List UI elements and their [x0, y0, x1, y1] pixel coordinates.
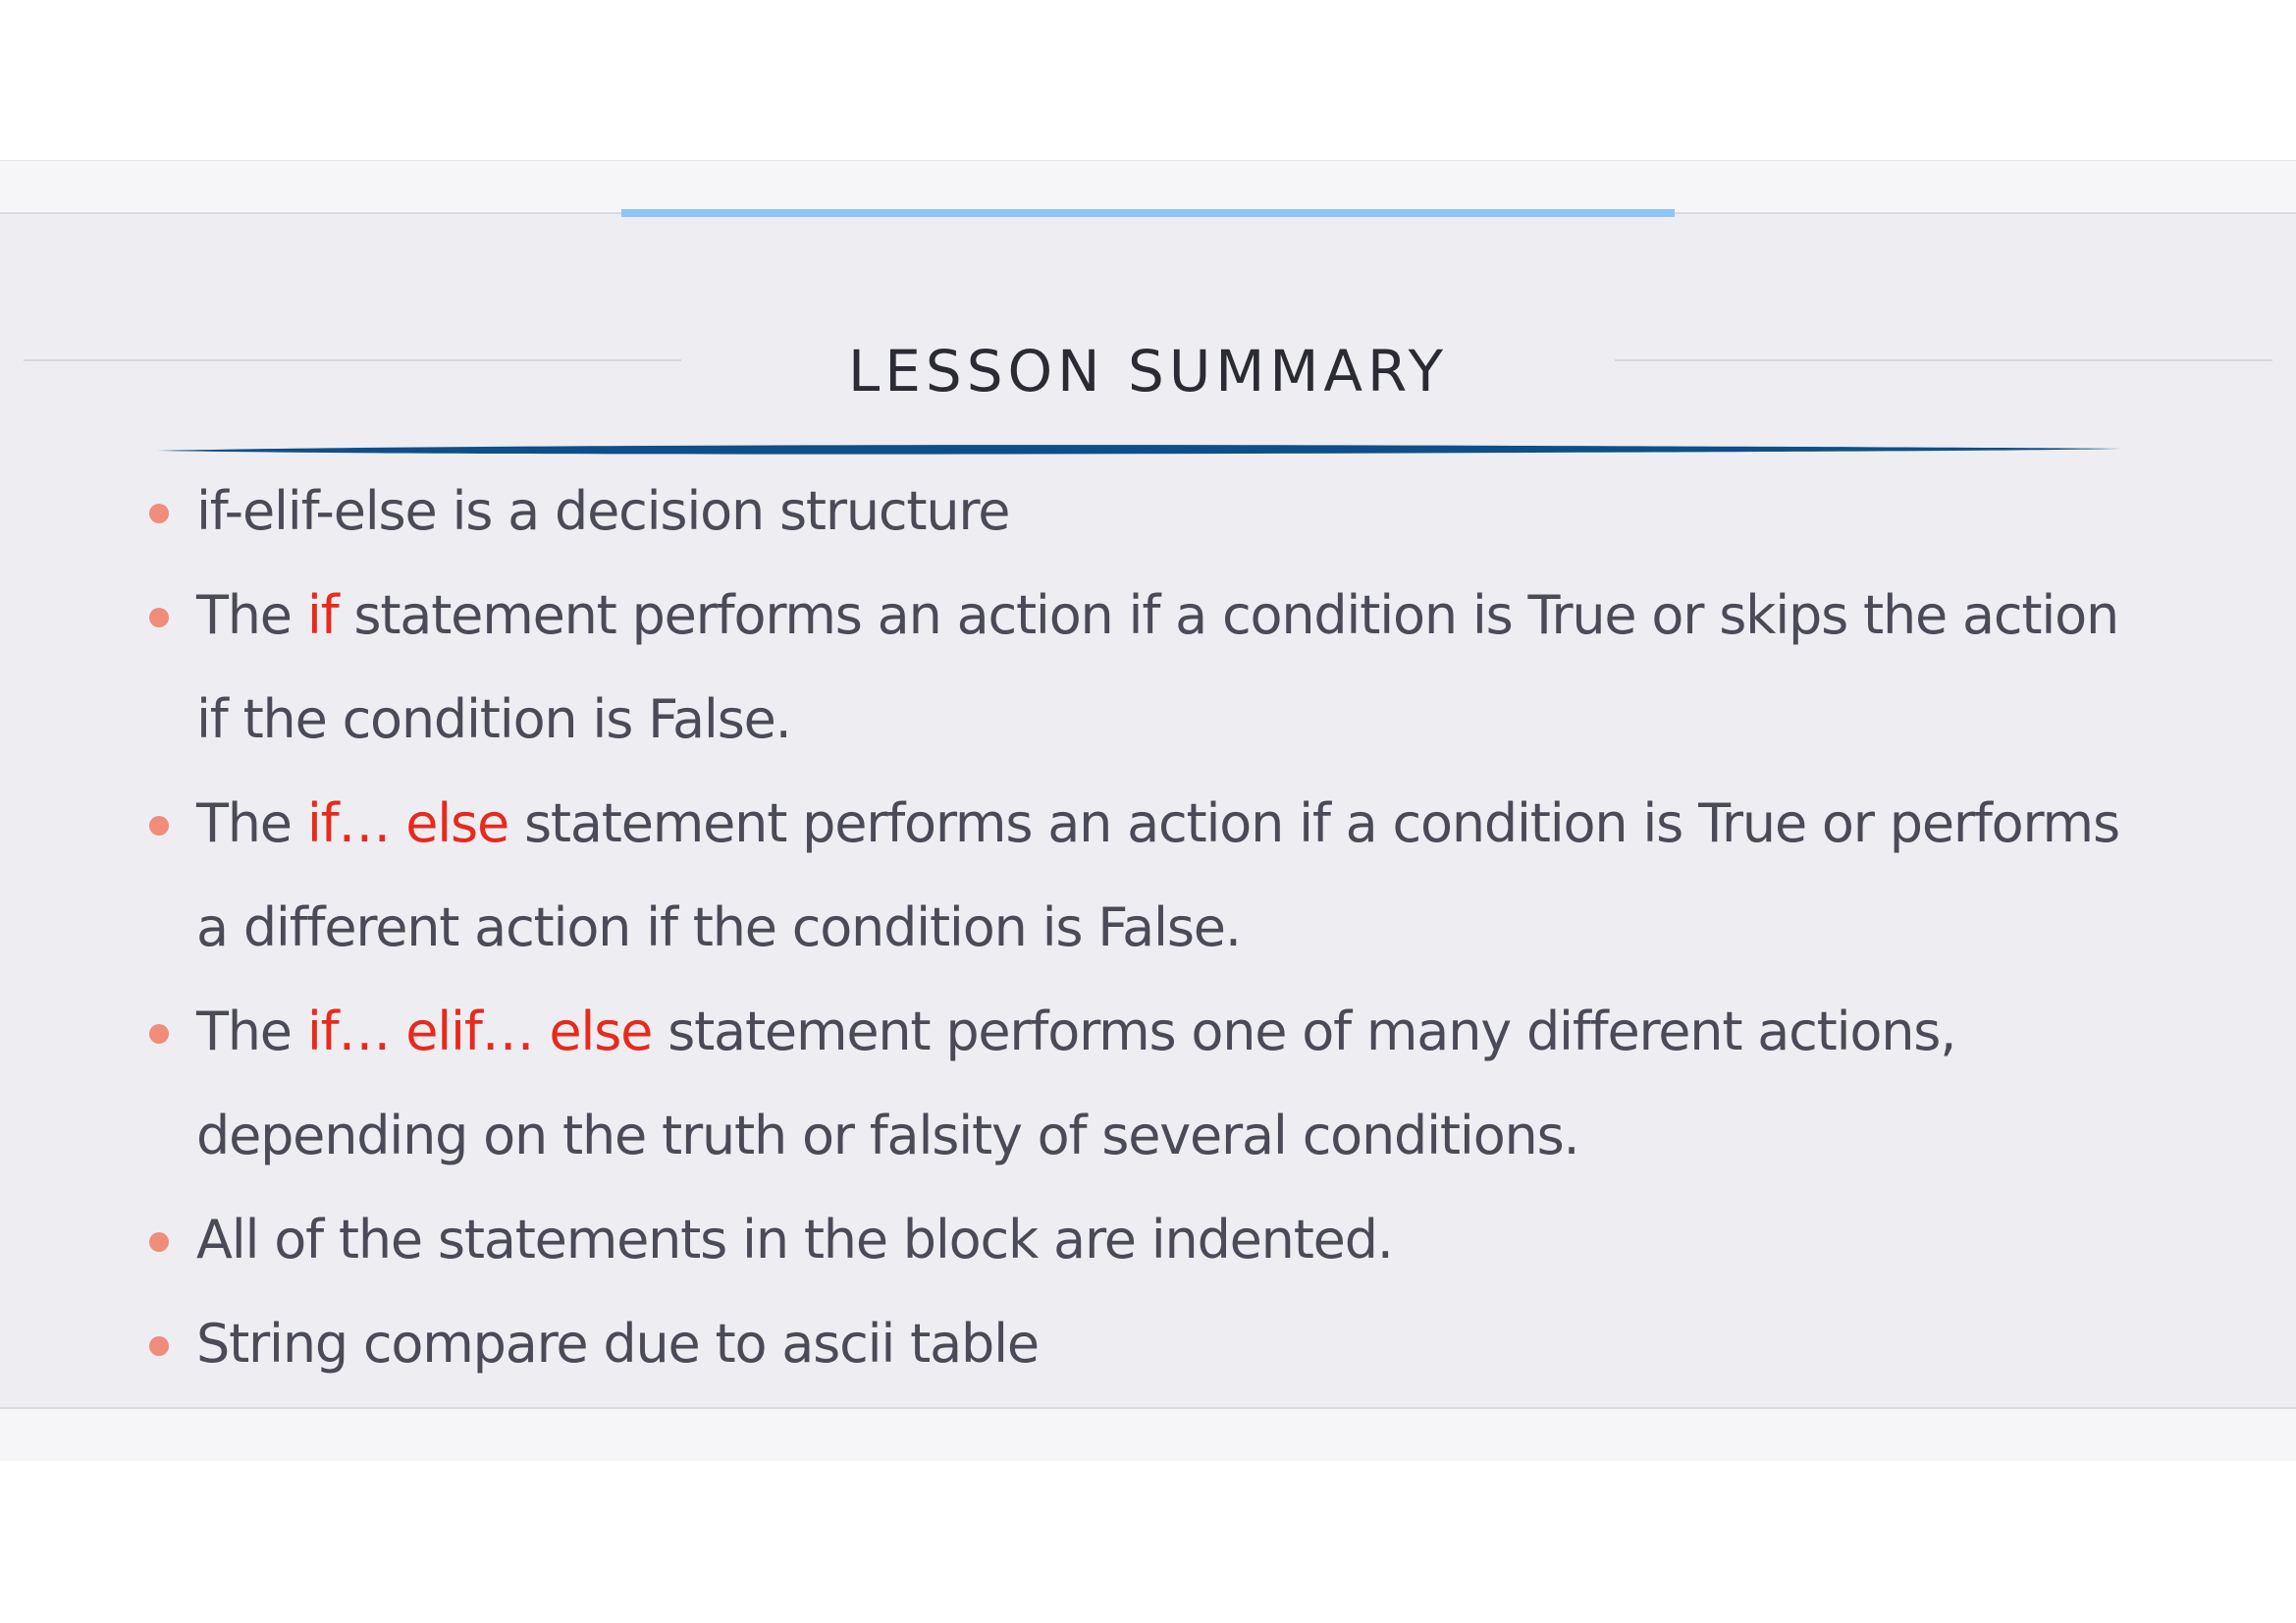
bullet-text: String compare due to ascii table — [196, 1313, 1040, 1375]
bullet-line: All of the statements in the block are i… — [196, 1188, 2198, 1292]
bullet-dot-icon — [149, 1232, 169, 1252]
bullet-line: String compare due to ascii table — [196, 1292, 2198, 1396]
title-rule-left — [24, 359, 681, 361]
bullet-line: depending on the truth or falsity of sev… — [196, 1084, 2198, 1188]
keyword-text: if… else — [306, 792, 509, 854]
bullet-line: The if… else statement performs an actio… — [196, 772, 2198, 876]
summary-bullet: if-elif-else is a decision structure — [0, 460, 2296, 564]
bullet-text: statement performs an action if a condit… — [338, 584, 2119, 646]
bullet-text: The — [196, 584, 307, 646]
bullet-text: if-elif-else is a decision structure — [196, 480, 1010, 542]
keyword-text: if — [306, 584, 340, 646]
summary-bullet: The if… elif… else statement performs on… — [0, 980, 2296, 1188]
bullet-line: if the condition is False. — [196, 668, 2198, 772]
accent-bar — [621, 209, 1675, 217]
slide-top-band — [0, 160, 2296, 214]
title-rule-right — [1615, 359, 2272, 361]
bullet-dot-icon — [149, 504, 169, 523]
bullet-line: a different action if the condition is F… — [196, 876, 2198, 980]
bullet-text: All of the statements in the block are i… — [196, 1209, 1394, 1271]
bullet-text: The — [196, 1001, 307, 1062]
summary-bullet: All of the statements in the block are i… — [0, 1188, 2296, 1292]
bullet-dot-icon — [149, 1336, 169, 1356]
bullet-text: The — [196, 792, 307, 854]
keyword-text: if… elif… else — [306, 1001, 654, 1062]
bullet-line: The if… elif… else statement performs on… — [196, 980, 2198, 1084]
bullet-line: The if statement performs an action if a… — [196, 564, 2198, 668]
slide-bottom-band — [0, 1407, 2296, 1461]
summary-bullet: The if… else statement performs an actio… — [0, 772, 2296, 980]
bullet-dot-icon — [149, 816, 169, 836]
bullet-text: statement performs an action if a condit… — [507, 792, 2120, 854]
summary-bullet: The if statement performs an action if a… — [0, 564, 2296, 772]
slide-title: LESSON SUMMARY — [847, 338, 1449, 405]
title-brush-underline — [157, 445, 2120, 455]
bullet-dot-icon — [149, 608, 169, 627]
bullet-text: a different action if the condition is F… — [196, 896, 1242, 958]
slide: LESSON SUMMARY if-elif-else is a decisio… — [0, 160, 2296, 1461]
bullet-line: if-elif-else is a decision structure — [196, 460, 2198, 564]
bullet-text: if the condition is False. — [196, 688, 792, 750]
bullet-text: depending on the truth or falsity of sev… — [196, 1105, 1580, 1166]
bullet-dot-icon — [149, 1024, 169, 1044]
summary-bullet: String compare due to ascii table — [0, 1292, 2296, 1396]
bullet-text: statement performs one of many different… — [652, 1001, 1956, 1062]
